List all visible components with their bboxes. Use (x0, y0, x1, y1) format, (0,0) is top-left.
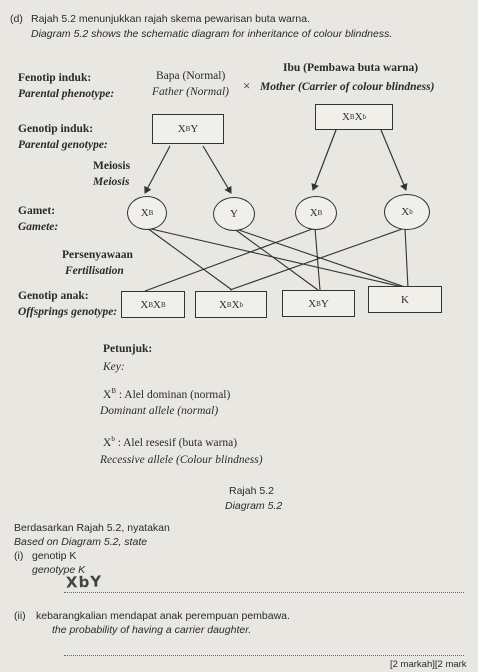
meiosis-label-en: Meiosis (93, 176, 130, 188)
parental-phenotype-label-en: Parental phenotype: (18, 88, 115, 100)
fertilisation-line-4 (232, 227, 406, 288)
offspring-1-sup2: B (160, 300, 166, 309)
part-i-label: (i) (14, 550, 24, 562)
offspring-1-x1: X (140, 298, 149, 311)
fertilisation-line-3 (232, 227, 319, 291)
part-ii-answer-line (64, 655, 464, 656)
offspring-3-x1: X (308, 297, 317, 310)
gamete-circle-2: Y (213, 197, 255, 231)
instruction-en: Based on Diagram 5.2, state (14, 536, 148, 548)
meiosis-label-ms: Meiosis (93, 160, 131, 172)
fertilisation-label-ms: Persenyawaan (62, 249, 133, 261)
gamete-3-sup: B (317, 209, 323, 217)
fertilisation-line-2 (146, 227, 408, 289)
gamete-label-en: Gamete: (18, 221, 59, 233)
offspring-2-sup1: B (226, 300, 232, 309)
part-ii-label: (ii) (14, 610, 26, 622)
fertilisation-line-8 (404, 227, 409, 289)
gamete-1-sup: B (148, 209, 154, 217)
offspring-label-ms: Genotip anak: (18, 290, 89, 302)
question-line-ms: Rajah 5.2 menunjukkan rajah skema pewari… (31, 13, 310, 25)
fertilisation-line-5 (144, 227, 316, 292)
caption-en: Diagram 5.2 (225, 500, 283, 512)
part-i-en: genotype K (32, 564, 86, 576)
question-label: (d) (10, 13, 23, 25)
meiosis-arrow-father-1 (144, 145, 171, 194)
caption-ms: Rajah 5.2 (229, 485, 274, 497)
father-phenotype-ms: Bapa (Normal) (156, 70, 226, 82)
gamete-3-base: X (309, 207, 318, 219)
offspring-1-x2: X (153, 298, 161, 311)
fertilisation-label-en: Fertilisation (65, 265, 124, 277)
part-i-ms: genotip K (32, 550, 77, 562)
offspring-2-x2: X (231, 298, 240, 311)
mother-genotype-x2: X (354, 111, 363, 123)
father-phenotype-en: Father (Normal) (152, 86, 229, 98)
mother-phenotype-en: Mother (Carrier of colour blindness) (260, 81, 435, 93)
key-title-ms: Petunjuk: (103, 343, 153, 355)
meiosis-arrow-mother-2 (380, 129, 408, 191)
key-title-en: Key: (103, 361, 125, 373)
key-recessive-sup: b (111, 435, 115, 443)
part-ii-en: the probability of having a carrier daug… (52, 624, 252, 636)
offspring-2-x1: X (218, 298, 227, 311)
mother-phenotype-ms: Ibu (Pembawa buta warna) (283, 62, 419, 74)
key-dominant-base: X (103, 388, 112, 401)
offspring-2-sup2: b (239, 300, 244, 309)
key-dominant-line: XB : Alel dominan (normal) (103, 387, 230, 401)
offspring-3-y: Y (320, 297, 329, 310)
offspring-4-k: K (401, 293, 409, 306)
father-genotype-y: Y (190, 123, 199, 135)
gamete-2-base: Y (230, 208, 238, 220)
fertilisation-line-7 (229, 227, 406, 291)
meiosis-arrow-mother-1 (311, 129, 337, 191)
offspring-1-sup1: B (148, 300, 153, 309)
offspring-label-en: Offsprings genotype: (18, 306, 118, 318)
key-recessive-base: X (103, 436, 112, 449)
father-genotype-x: X (177, 123, 186, 135)
key-dominant-sup: B (111, 387, 116, 395)
key-dominant-en: Dominant allele (normal) (100, 405, 219, 417)
meiosis-arrow-father-2 (202, 145, 232, 194)
question-line-en: Diagram 5.2 shows the schematic diagram … (31, 28, 393, 40)
gamete-1-base: X (140, 207, 149, 219)
gamete-4-sup: b (409, 208, 413, 216)
key-recessive-ms: : Alel resesif (buta warna) (117, 436, 238, 449)
offspring-3-sup1: B (316, 299, 321, 308)
gamete-label-ms: Gamet: (18, 205, 56, 217)
parental-genotype-label-ms: Genotip induk: (18, 123, 94, 135)
offspring-box-4: K (368, 286, 442, 313)
part-i-handwritten-answer: XbY (65, 572, 103, 592)
cross-symbol: × (243, 78, 251, 93)
key-recessive-en: Recessive allele (Colour blindness) (100, 454, 263, 466)
part-i-answer-line (64, 592, 464, 593)
instruction-ms: Berdasarkan Rajah 5.2, nyatakan (14, 522, 170, 534)
marks-label: [2 markah][2 mark (390, 659, 467, 670)
mother-genotype-x1: X (341, 111, 350, 123)
key-dominant-ms: : Alel dominan (normal) (118, 388, 231, 401)
gamete-4-base: X (401, 206, 410, 218)
key-recessive-line: Xb : Alel resesif (buta warna) (103, 435, 237, 449)
mother-genotype-sup1: B (349, 113, 355, 121)
part-ii-ms: kebarangkalian mendapat anak perempuan p… (36, 610, 290, 622)
parental-genotype-label-en: Parental genotype: (18, 139, 108, 151)
parental-phenotype-label-ms: Fenotip induk: (18, 72, 92, 84)
father-genotype-sup: B (185, 125, 191, 133)
fertilisation-line-1 (146, 227, 233, 291)
mother-genotype-sup2: b (362, 113, 367, 121)
